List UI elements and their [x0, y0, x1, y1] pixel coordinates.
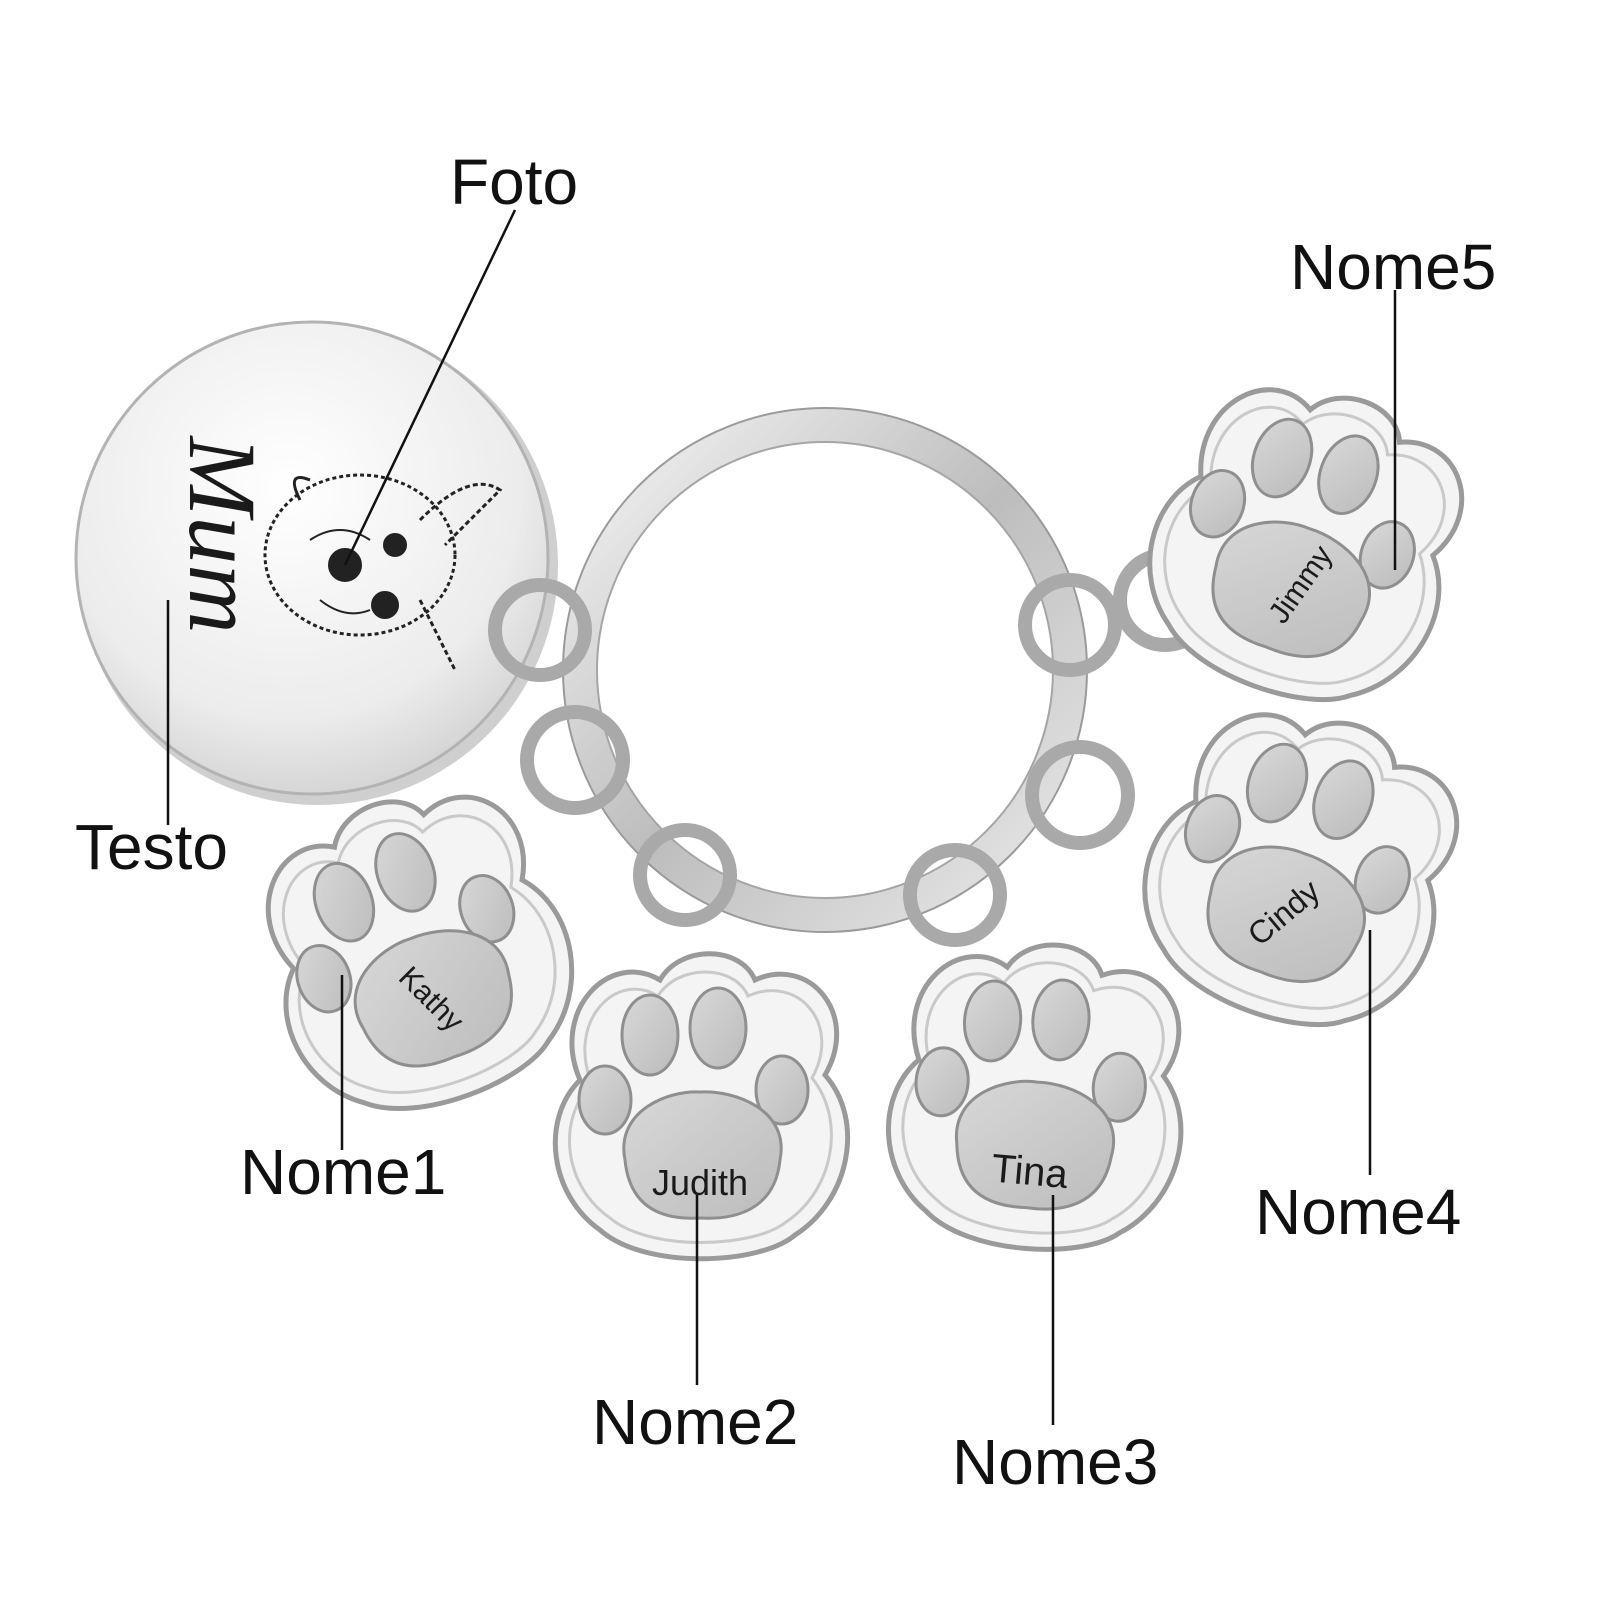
round-disc-pendant: Mum [74, 320, 558, 805]
callout-nome4: Nome4 [1255, 1176, 1462, 1248]
paw-pendant-4: Cindy [1112, 674, 1491, 1061]
paw-pendant-1: Kathy [227, 758, 606, 1145]
callout-testo: Testo [75, 811, 228, 883]
jump-rings [488, 548, 1217, 947]
disc-engraved-text: Mum [169, 434, 276, 633]
callout-nome1: Nome1 [240, 1136, 447, 1208]
paw3-engraving: Tina [990, 1147, 1071, 1198]
callout-foto: Foto [450, 146, 579, 218]
paw2-engraving: Judith [652, 1162, 748, 1203]
callout-lines [166, 209, 1397, 1425]
callout-nome2: Nome2 [592, 1386, 799, 1458]
callout-nome5: Nome5 [1290, 231, 1497, 303]
paw-pendant-2: Judith [555, 954, 847, 1259]
paw-pendant-5: Jimmy [1117, 349, 1496, 736]
pet-photo-engraving [263, 473, 503, 671]
paw-pendant-3: Tina [879, 932, 1197, 1261]
callout-nome3: Nome3 [952, 1426, 1159, 1498]
